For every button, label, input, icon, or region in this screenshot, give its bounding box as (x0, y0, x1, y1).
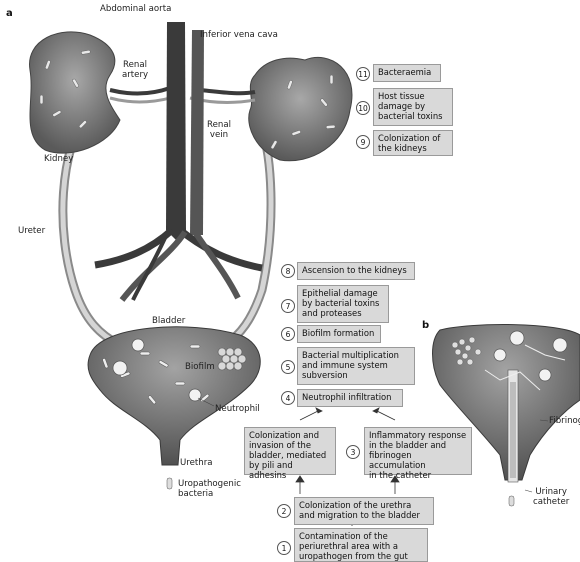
step-number: 1 (277, 541, 291, 555)
step-number: 8 (281, 264, 295, 278)
label-ureter: Ureter (18, 226, 45, 236)
step-box: Biofilm formation (297, 325, 381, 343)
panel-label-b: b (422, 320, 429, 331)
step-box: Inflammatory response in the bladder and… (364, 427, 472, 475)
label-renal-artery: Renal artery (122, 60, 148, 80)
step-box: Ascension to the kidneys (297, 262, 415, 280)
inferior-vena-cava (190, 30, 204, 235)
label-biofilm: Biofilm (185, 362, 215, 372)
step-text: Inflammatory response in the bladder and… (369, 430, 467, 480)
step-box: Host tissue damage by bacterial toxins (373, 88, 453, 126)
step-number: 7 (281, 299, 295, 313)
step-box: Epithelial damage by bacterial toxins an… (297, 285, 389, 323)
label-inferior-vena-cava: Inferior vena cava (200, 30, 278, 40)
step-number: 2 (277, 504, 291, 518)
step-number: 6 (281, 327, 295, 341)
abdominal-aorta (166, 22, 186, 240)
kidney-left (30, 32, 120, 153)
step-box: Colonization of the urethra and migratio… (294, 497, 434, 525)
step-box: Bacteraemia (373, 64, 441, 82)
step-text: Epithelial damage by bacterial toxins an… (302, 288, 384, 318)
panel-label-a: a (6, 8, 13, 19)
step-text: Biofilm formation (302, 328, 376, 338)
label-neutrophil: Neutrophil (215, 404, 260, 414)
step-text: Bacteraemia (378, 67, 436, 77)
step-text: Bacterial multiplication and immune syst… (302, 350, 410, 380)
step-box: Colonization of the kidneys (373, 130, 453, 156)
step-text: Colonization of the urethra and migratio… (299, 500, 429, 520)
kidney-right (249, 57, 352, 160)
label-uropathogenic-bacteria: Uropathogenic bacteria (178, 479, 241, 499)
label-bladder: Bladder (152, 316, 185, 326)
label-urinary-catheter: Urinary catheter (533, 487, 569, 507)
step-text: Ascension to the kidneys (302, 265, 410, 275)
step-number: 4 (281, 391, 295, 405)
step-text: Colonization and invasion of the bladder… (249, 430, 331, 480)
step-number: 11 (356, 67, 370, 81)
label-kidney: Kidney (44, 154, 73, 164)
label-fibrinogen: Fibrinogen (549, 416, 580, 426)
step-box: Contamination of the periurethral area w… (294, 528, 428, 562)
label-urethra: Urethra (180, 458, 213, 468)
bladder (88, 327, 260, 465)
step-text: Colonization of the kidneys (378, 133, 448, 153)
step-number: 5 (281, 360, 295, 374)
step-number: 10 (356, 101, 370, 115)
step-text: Contamination of the periurethral area w… (299, 531, 423, 561)
step-box: Bacterial multiplication and immune syst… (297, 347, 415, 385)
label-renal-vein: Renal vein (207, 120, 231, 140)
step-box: Colonization and invasion of the bladder… (244, 427, 336, 475)
label-abdominal-aorta: Abdominal aorta (100, 4, 171, 14)
step-text: Neutrophil infiltration (302, 392, 398, 402)
step-box: Neutrophil infiltration (297, 389, 403, 407)
step-number: 3 (346, 445, 360, 459)
step-number: 9 (356, 135, 370, 149)
step-text: Host tissue damage by bacterial toxins (378, 91, 448, 121)
